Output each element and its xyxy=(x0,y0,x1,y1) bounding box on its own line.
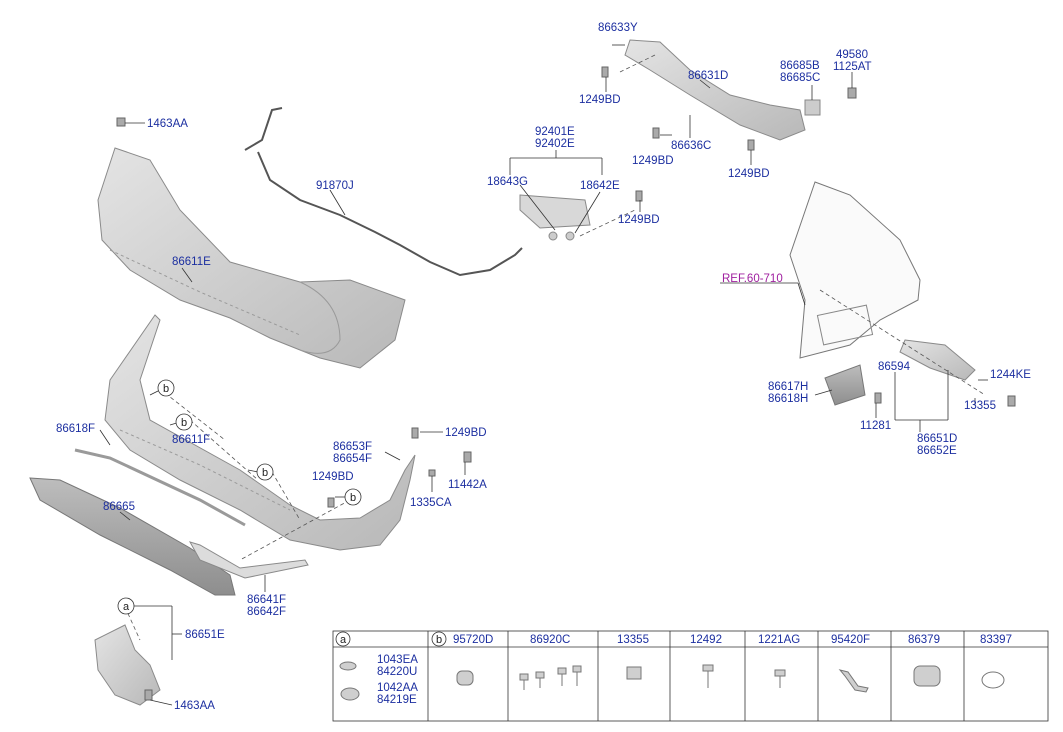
label-86618h: 86618H xyxy=(768,393,809,405)
label-86611f: 86611F xyxy=(172,434,211,446)
label-ref-60-710: REF.60-710 xyxy=(722,273,783,285)
screw-86920c-icon xyxy=(519,673,529,681)
table-col-95720d: 95720D xyxy=(453,634,494,646)
label-86641f: 86641F xyxy=(247,594,287,606)
corner-bracket xyxy=(94,624,161,706)
label-86665: 86665 xyxy=(103,501,135,513)
label-11281: 11281 xyxy=(860,420,892,432)
clip-1043ea-icon xyxy=(339,661,357,671)
label-1249bd-d: 1249BD xyxy=(618,214,660,226)
label-86642f: 86642F xyxy=(247,606,287,618)
side-bracket xyxy=(899,339,976,381)
lower-bracket xyxy=(824,364,866,406)
label-18643g: 18643G xyxy=(487,176,528,188)
screw-12492-icon xyxy=(702,664,714,672)
label-91870j: 91870J xyxy=(316,180,354,192)
body-panel-ref xyxy=(789,181,921,359)
label-1249bd-f: 1249BD xyxy=(312,471,354,483)
table-col-95420f: 95420F xyxy=(831,634,871,646)
dashed-lines xyxy=(124,54,986,641)
label-86594: 86594 xyxy=(878,361,910,373)
label-86651d: 86651D xyxy=(917,433,958,445)
label-18642e: 18642E xyxy=(580,180,620,192)
garnish-strip xyxy=(188,541,309,579)
wiring-harness xyxy=(244,107,523,277)
label-86633y: 86633Y xyxy=(598,22,638,34)
rail-strip xyxy=(74,448,246,527)
label-1125at: 1125AT xyxy=(833,61,872,73)
table-a-part-84220u: 84220U xyxy=(377,666,418,678)
sensor-95420f-icon xyxy=(838,669,869,693)
label-86685c: 86685C xyxy=(780,72,821,84)
table-part-icons xyxy=(339,661,1005,701)
table-col-86920c: 86920C xyxy=(530,634,571,646)
label-92401e: 92401E xyxy=(535,126,575,138)
label-1463aa-b: 1463AA xyxy=(174,700,215,712)
label-86631d: 86631D xyxy=(688,70,729,82)
label-86654f: 86654F xyxy=(333,453,373,465)
callout-b-3: b xyxy=(262,467,268,479)
label-1244ke: 1244KE xyxy=(990,369,1031,381)
label-86652e: 86652E xyxy=(917,445,957,457)
table-marker-b: b xyxy=(436,634,442,646)
table-col-83397: 83397 xyxy=(980,634,1012,646)
skid-plate xyxy=(29,477,236,596)
nut-1042aa-icon xyxy=(340,687,360,701)
label-1335ca: 1335CA xyxy=(410,497,452,509)
table-col-12492: 12492 xyxy=(690,634,722,646)
rear-beam xyxy=(624,39,806,141)
table-a-part-84219e: 84219E xyxy=(377,694,417,706)
callout-b-1: b xyxy=(163,383,169,395)
callout-b-4: b xyxy=(350,492,356,504)
bolt-1221ag-icon xyxy=(774,669,786,677)
label-1463aa-a: 1463AA xyxy=(147,118,188,130)
table-col-1221ag: 1221AG xyxy=(758,634,801,646)
label-86618f: 86618F xyxy=(56,423,96,435)
callout-b-2: b xyxy=(181,417,187,429)
label-86685b: 86685B xyxy=(780,60,820,72)
label-1249bd-e: 1249BD xyxy=(445,427,487,439)
label-86636c: 86636C xyxy=(671,140,712,152)
label-1249bd-c: 1249BD xyxy=(728,168,770,180)
table-col-86379: 86379 xyxy=(908,634,940,646)
label-86611e: 86611E xyxy=(172,256,211,268)
parts-table xyxy=(332,630,1049,722)
label-1249bd-a: 1249BD xyxy=(579,94,621,106)
label-1249bd-b: 1249BD xyxy=(632,155,674,167)
label-49580: 49580 xyxy=(836,49,868,61)
clip-95720d-icon xyxy=(456,670,474,686)
label-11442a: 11442A xyxy=(448,479,487,491)
bolts xyxy=(116,66,1016,701)
label-86617h: 86617H xyxy=(768,381,809,393)
upper-bumper-cover xyxy=(97,147,406,369)
lower-bumper-cover xyxy=(104,314,416,551)
table-a-part-1042aa: 1042AA xyxy=(377,682,418,694)
table-a-part-1043ea: 1043EA xyxy=(377,654,418,666)
clip-13355-icon xyxy=(626,666,642,680)
plug-83397-icon xyxy=(981,671,1005,689)
label-86651e: 86651E xyxy=(185,629,225,641)
label-92402e: 92402E xyxy=(535,138,575,150)
table-col-13355: 13355 xyxy=(617,634,649,646)
table-marker-a: a xyxy=(340,634,347,646)
callout-markers xyxy=(117,379,362,615)
cap-86379-icon xyxy=(913,665,941,687)
callout-a-1: a xyxy=(123,601,130,613)
reflector xyxy=(519,194,591,229)
label-13355: 13355 xyxy=(964,400,996,412)
label-86653f: 86653F xyxy=(333,441,373,453)
